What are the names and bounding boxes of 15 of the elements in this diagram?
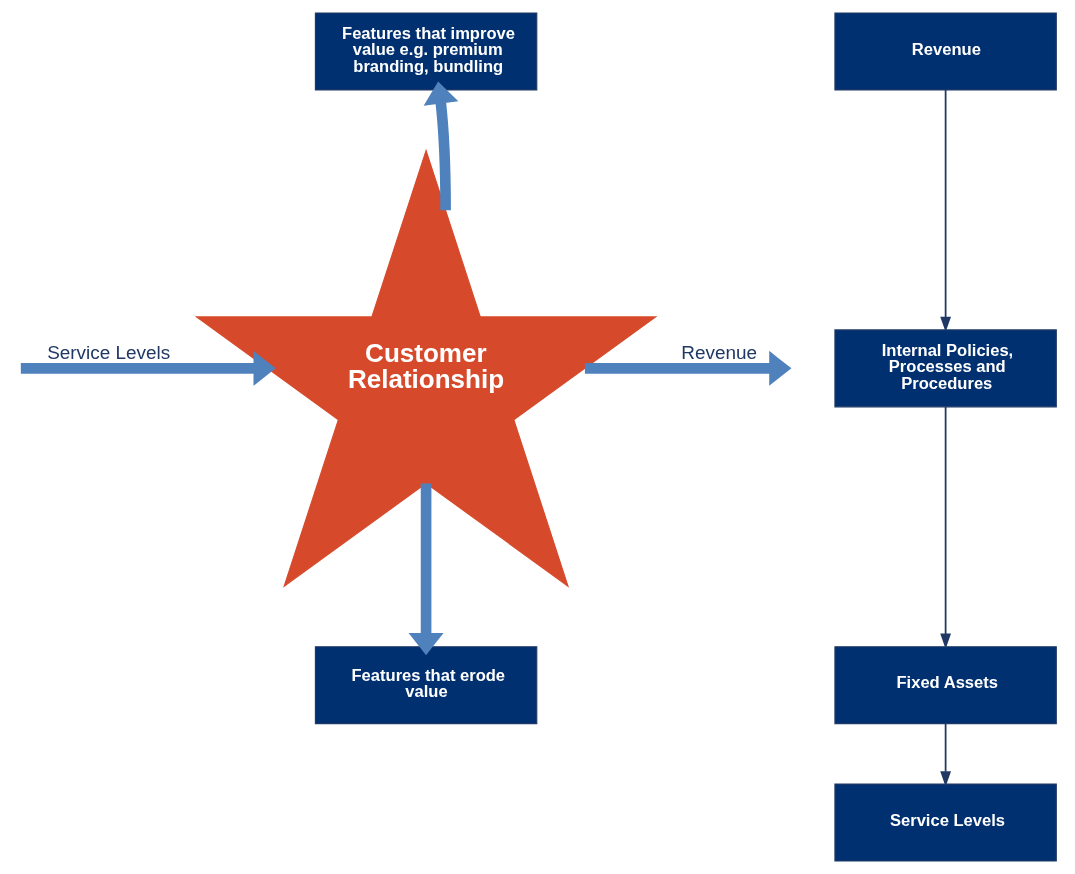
node-box: Features that erode value (314, 646, 537, 725)
arrow (408, 483, 444, 656)
node-box: Revenue (833, 12, 1057, 91)
arrow (20, 350, 276, 386)
node-box: Fixed Assets (833, 646, 1057, 725)
edge-label: Revenue (680, 341, 757, 363)
node-box: Internal Policies, Processes and Procedures (833, 329, 1057, 408)
arrow (939, 89, 951, 333)
node-box: Service Levels (833, 783, 1057, 862)
node-box: Features that improve value e.g. premium branding, bundling (314, 12, 537, 91)
arrow (584, 350, 791, 386)
arrow (939, 723, 951, 787)
arrow (423, 81, 458, 211)
edge-label: Service Levels (46, 341, 170, 363)
arrow (939, 405, 951, 649)
